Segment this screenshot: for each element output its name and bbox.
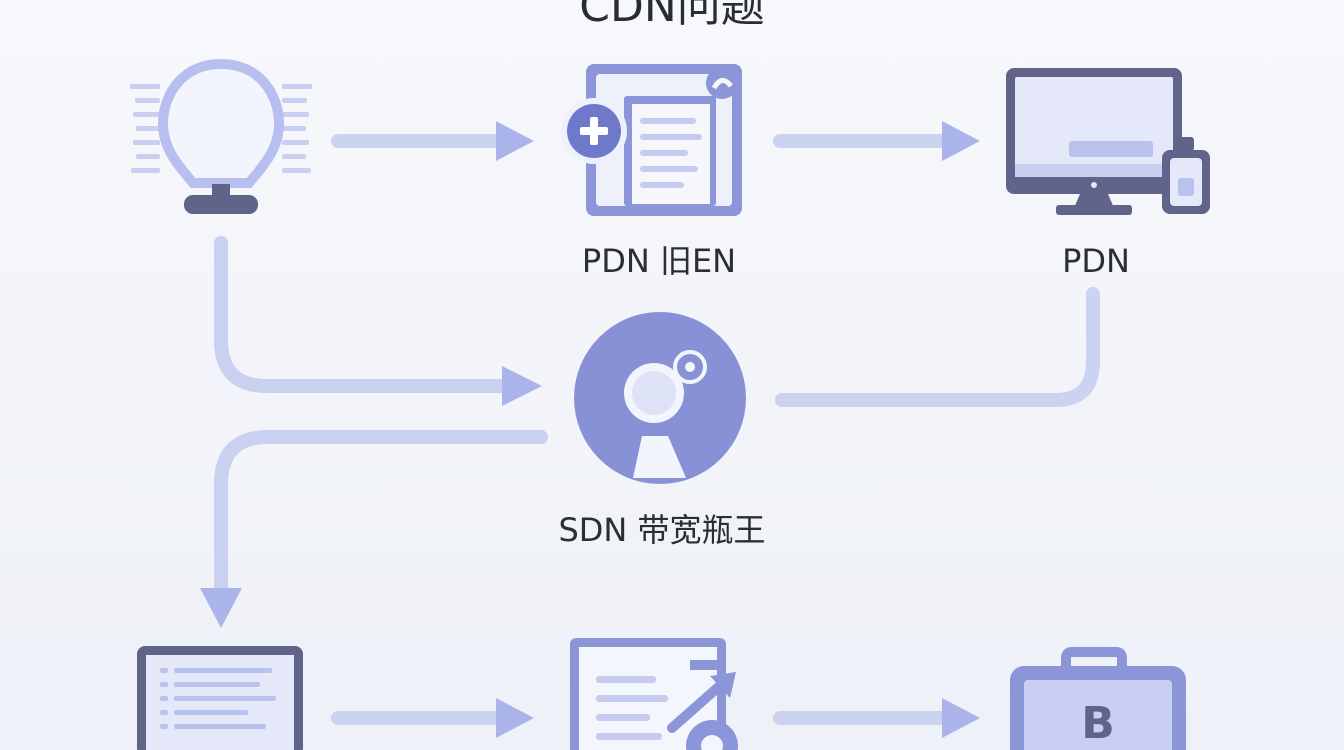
- arrow-sdn-to-laptop: [200, 430, 548, 628]
- lightbulb-icon: [130, 58, 312, 214]
- document-add-icon: [561, 64, 742, 216]
- doc-add-label: PDN 旧EN: [582, 242, 736, 280]
- connectors: [200, 121, 1100, 738]
- document-gear-icon: [570, 638, 738, 750]
- badge-letter: B: [1081, 698, 1115, 749]
- arrow-laptop-to-docgear: [331, 698, 534, 738]
- desktop-phone-icon: [1006, 68, 1210, 215]
- arrow-docgear-to-badge: [773, 698, 980, 738]
- diagram-title: CDN问题: [579, 0, 765, 32]
- desktop-label: PDN: [1062, 242, 1130, 280]
- sdn-label: SDN 带宽瓶王: [558, 511, 765, 549]
- arrow-lamp-to-doc: [331, 121, 534, 161]
- arrow-desktop-to-sdn: [775, 287, 1100, 407]
- arrow-doc-to-desktop: [773, 121, 980, 161]
- user-circle-icon: [574, 312, 746, 484]
- laptop-icon: [137, 646, 303, 750]
- b-badge-icon: B: [1010, 647, 1186, 750]
- arrow-lamp-to-sdn: [214, 236, 542, 406]
